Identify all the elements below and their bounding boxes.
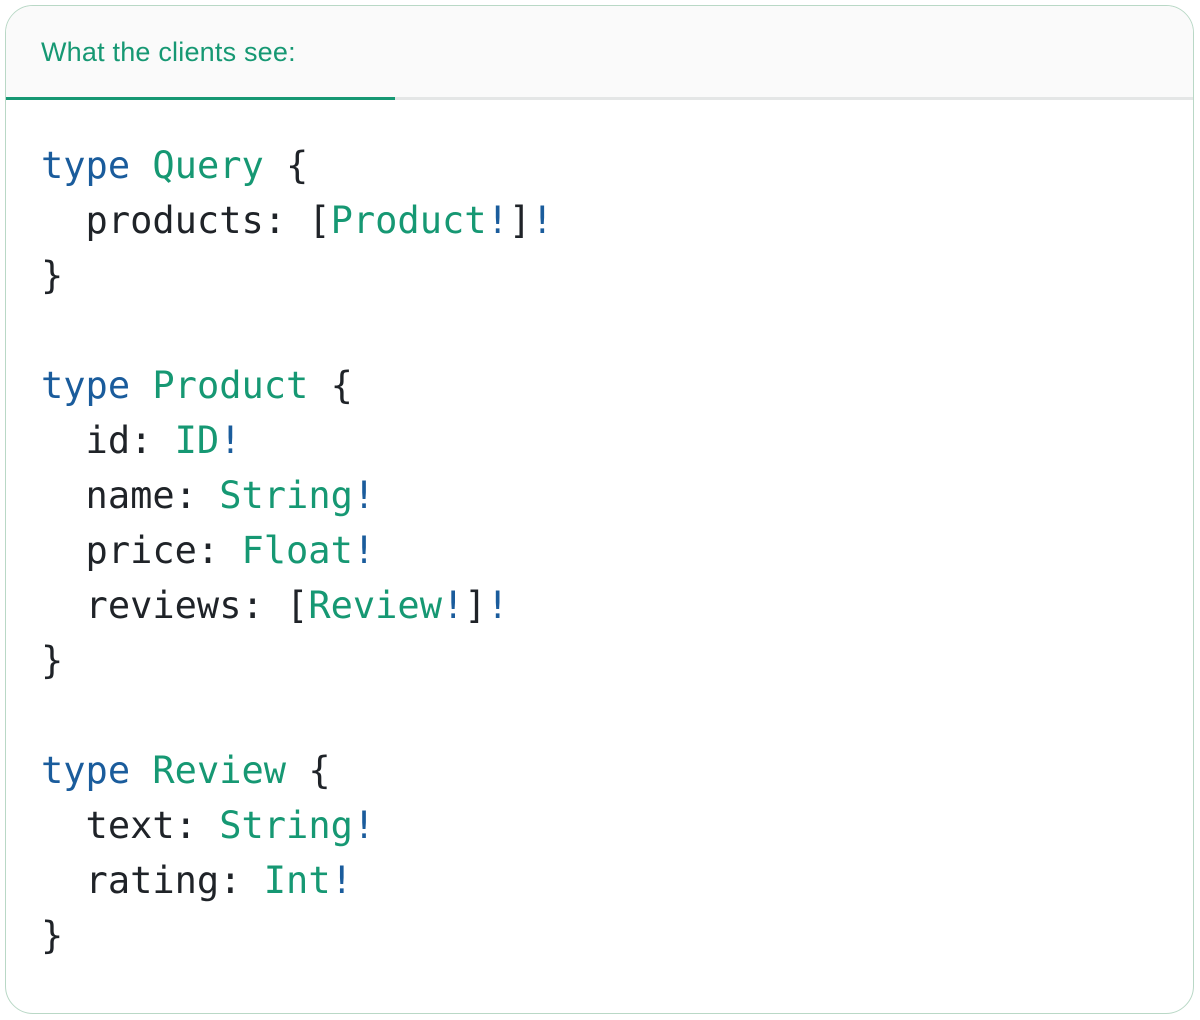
code-token-keyword: ! xyxy=(486,199,509,242)
code-line: price: Float! xyxy=(41,523,1173,578)
code-line: } xyxy=(41,248,1173,303)
code-token-plain: ] xyxy=(508,199,532,242)
code-token-typename: Query xyxy=(152,144,264,187)
code-line: name: String! xyxy=(41,468,1173,523)
code-token-plain: name: xyxy=(41,474,220,517)
code-token-keyword: type xyxy=(41,749,131,792)
code-token-keyword: ! xyxy=(441,584,465,627)
code-token-typename: Float xyxy=(241,529,353,572)
code-line: type Query { xyxy=(41,138,1173,193)
code-token-keyword: ! xyxy=(352,804,376,847)
code-line: type Review { xyxy=(41,743,1173,798)
code-token-keyword: type xyxy=(41,144,131,187)
schema-panel: What the clients see: type Query { produ… xyxy=(5,5,1194,1014)
code-token-keyword: ! xyxy=(219,419,242,462)
code-line: } xyxy=(41,908,1173,963)
code-token-plain: ] xyxy=(464,584,487,627)
code-token-typename: Review xyxy=(152,749,287,792)
code-token-plain: reviews: [ xyxy=(41,584,309,627)
code-line: } xyxy=(41,633,1173,688)
code-token-typename: String xyxy=(219,474,353,517)
code-token-keyword: ! xyxy=(352,474,376,517)
code-block: type Query { products: [Product!]!} type… xyxy=(6,100,1193,963)
code-token-plain: text: xyxy=(41,804,220,847)
code-token-plain: { xyxy=(286,749,331,792)
code-token-typename: Review xyxy=(308,584,442,627)
code-token-keyword: ! xyxy=(352,529,376,572)
code-token-plain: { xyxy=(263,144,309,187)
code-token-plain: products: [ xyxy=(41,199,331,242)
code-token-typename: String xyxy=(219,804,353,847)
code-line: products: [Product!]! xyxy=(41,193,1173,248)
code-token-plain: { xyxy=(308,364,353,407)
code-token-keyword: type xyxy=(41,364,131,407)
code-token-plain: id: xyxy=(41,419,175,462)
code-token-plain xyxy=(130,144,152,187)
code-line: text: String! xyxy=(41,798,1173,853)
code-token-plain: } xyxy=(41,254,64,297)
code-token-plain xyxy=(130,749,152,792)
code-token-plain: } xyxy=(41,914,64,957)
code-token-plain: rating: xyxy=(41,859,264,902)
code-token-keyword: ! xyxy=(486,584,509,627)
code-token-typename: Product xyxy=(330,199,487,242)
code-line: id: ID! xyxy=(41,413,1173,468)
tab-strip: What the clients see: xyxy=(6,6,1193,100)
code-token-keyword: ! xyxy=(330,859,353,902)
code-token-typename: ID xyxy=(174,419,220,462)
code-token-keyword: ! xyxy=(531,199,554,242)
code-line: reviews: [Review!]! xyxy=(41,578,1173,633)
code-token-plain: price: xyxy=(41,529,242,572)
code-token-plain xyxy=(130,364,152,407)
code-line xyxy=(41,688,1173,743)
tab-what-clients-see[interactable]: What the clients see: xyxy=(6,6,395,97)
tab-label: What the clients see: xyxy=(41,37,296,67)
active-tab-underline xyxy=(6,97,395,100)
code-line: type Product { xyxy=(41,358,1173,413)
code-line xyxy=(41,303,1173,358)
code-token-plain: } xyxy=(41,639,64,682)
code-token-typename: Int xyxy=(263,859,331,902)
code-token-typename: Product xyxy=(152,364,309,407)
code-line: rating: Int! xyxy=(41,853,1173,908)
